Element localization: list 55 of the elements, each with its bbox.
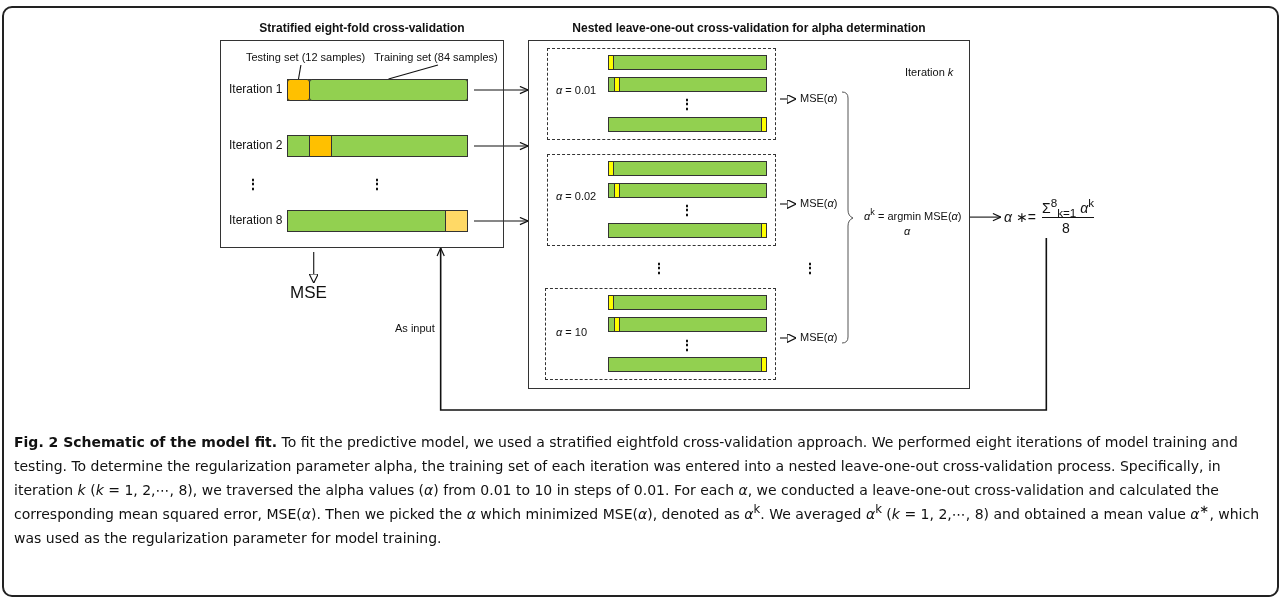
panel-title: Stratified eight-fold cross-validation [258, 22, 466, 35]
ellipsis-dots: ⋮ [246, 176, 260, 192]
data-bar [608, 55, 767, 70]
arrow [473, 216, 529, 226]
data-bar [608, 317, 767, 332]
annotation-text: MSE(α) [800, 92, 848, 106]
data-bar [608, 357, 767, 372]
data-bar [287, 210, 468, 232]
hollow-arrow [779, 93, 797, 105]
arrow [436, 237, 1048, 411]
formula-text: α [904, 225, 911, 238]
dashed-group-box [547, 48, 776, 140]
dashed-group-box [545, 288, 776, 380]
formula-text: 8 [1061, 220, 1071, 236]
dashed-group-box [547, 154, 776, 246]
annotation-text: Testing set (12 samples) [246, 51, 368, 65]
data-bar [608, 223, 767, 238]
figure-caption: Fig. 2 Schematic of the model fit. To fit the predictive model, we used a stratified eightfold cross-validation approach. We performed eight iterations of model training and testing. To determine the regularization parameter alpha, the training set of each iteration was entered into a nested leave-one-out cross-validation process. Specifically, in iteration k (k = 1, 2,⋯, 8), we traversed the alpha values (α) from 0.01 to 10 in steps of 0.01. For each α, we conducted a leave-one-out cross-validation and calculated the corresponding mean squared error, MSE(α). Then we picked the α which minimized MSE(α), denoted as α$^{k}$. We averaged α$^{k}$ (k = 1, 2,⋯, 8) and obtained a mean value α$^{∗}$, which was used as the regularization parameter for model training. [14, 433, 1261, 548]
ellipsis-dots: ⋮ [652, 260, 666, 276]
formula-text: α$^{k}$ = argmin MSE(α) [864, 210, 962, 223]
formula-text: α ∗= [1004, 211, 1037, 224]
testing-segment [287, 79, 310, 101]
data-bar [608, 295, 767, 310]
ellipsis-dots: ⋮ [680, 96, 694, 112]
formula-text: Σ$^{8}$$_{k=1}$ α$^{k}$ [1042, 200, 1094, 218]
annotation-text: Training set (84 samples) [374, 51, 502, 65]
alpha-label: α = 0.02 [556, 190, 597, 203]
annotation-text: MSE(α) [800, 197, 848, 211]
panel-title: Nested leave-one-out cross-validation for alpha determination [571, 22, 927, 35]
annotation-text: Iteration k [905, 66, 954, 79]
annotation-text: MSE(α) [800, 331, 848, 345]
data-bar [608, 77, 767, 92]
iteration-label: Iteration 2 [229, 139, 283, 152]
hollow-arrow [779, 332, 797, 344]
ellipsis-dots: ⋮ [680, 337, 694, 353]
ellipsis-dots: ⋮ [370, 176, 384, 192]
arrow [473, 85, 529, 95]
iteration-label: Iteration 1 [229, 83, 283, 96]
ellipsis-dots: ⋮ [803, 260, 817, 276]
data-bar [608, 161, 767, 176]
hollow-arrow [779, 198, 797, 210]
hollow-arrow [308, 251, 319, 284]
arrow [969, 212, 1002, 222]
data-bar [608, 117, 767, 132]
alpha-label: α = 10 [556, 326, 588, 339]
arrow [473, 141, 529, 151]
iteration-label: Iteration 8 [229, 214, 283, 227]
data-bar [287, 135, 468, 157]
edge-label: As input [395, 322, 435, 335]
leader-line [387, 64, 439, 80]
data-bar [608, 183, 767, 198]
output-label: MSE [290, 283, 336, 303]
alpha-label: α = 0.01 [556, 84, 597, 97]
ellipsis-dots: ⋮ [680, 202, 694, 218]
leader-line [297, 64, 302, 80]
